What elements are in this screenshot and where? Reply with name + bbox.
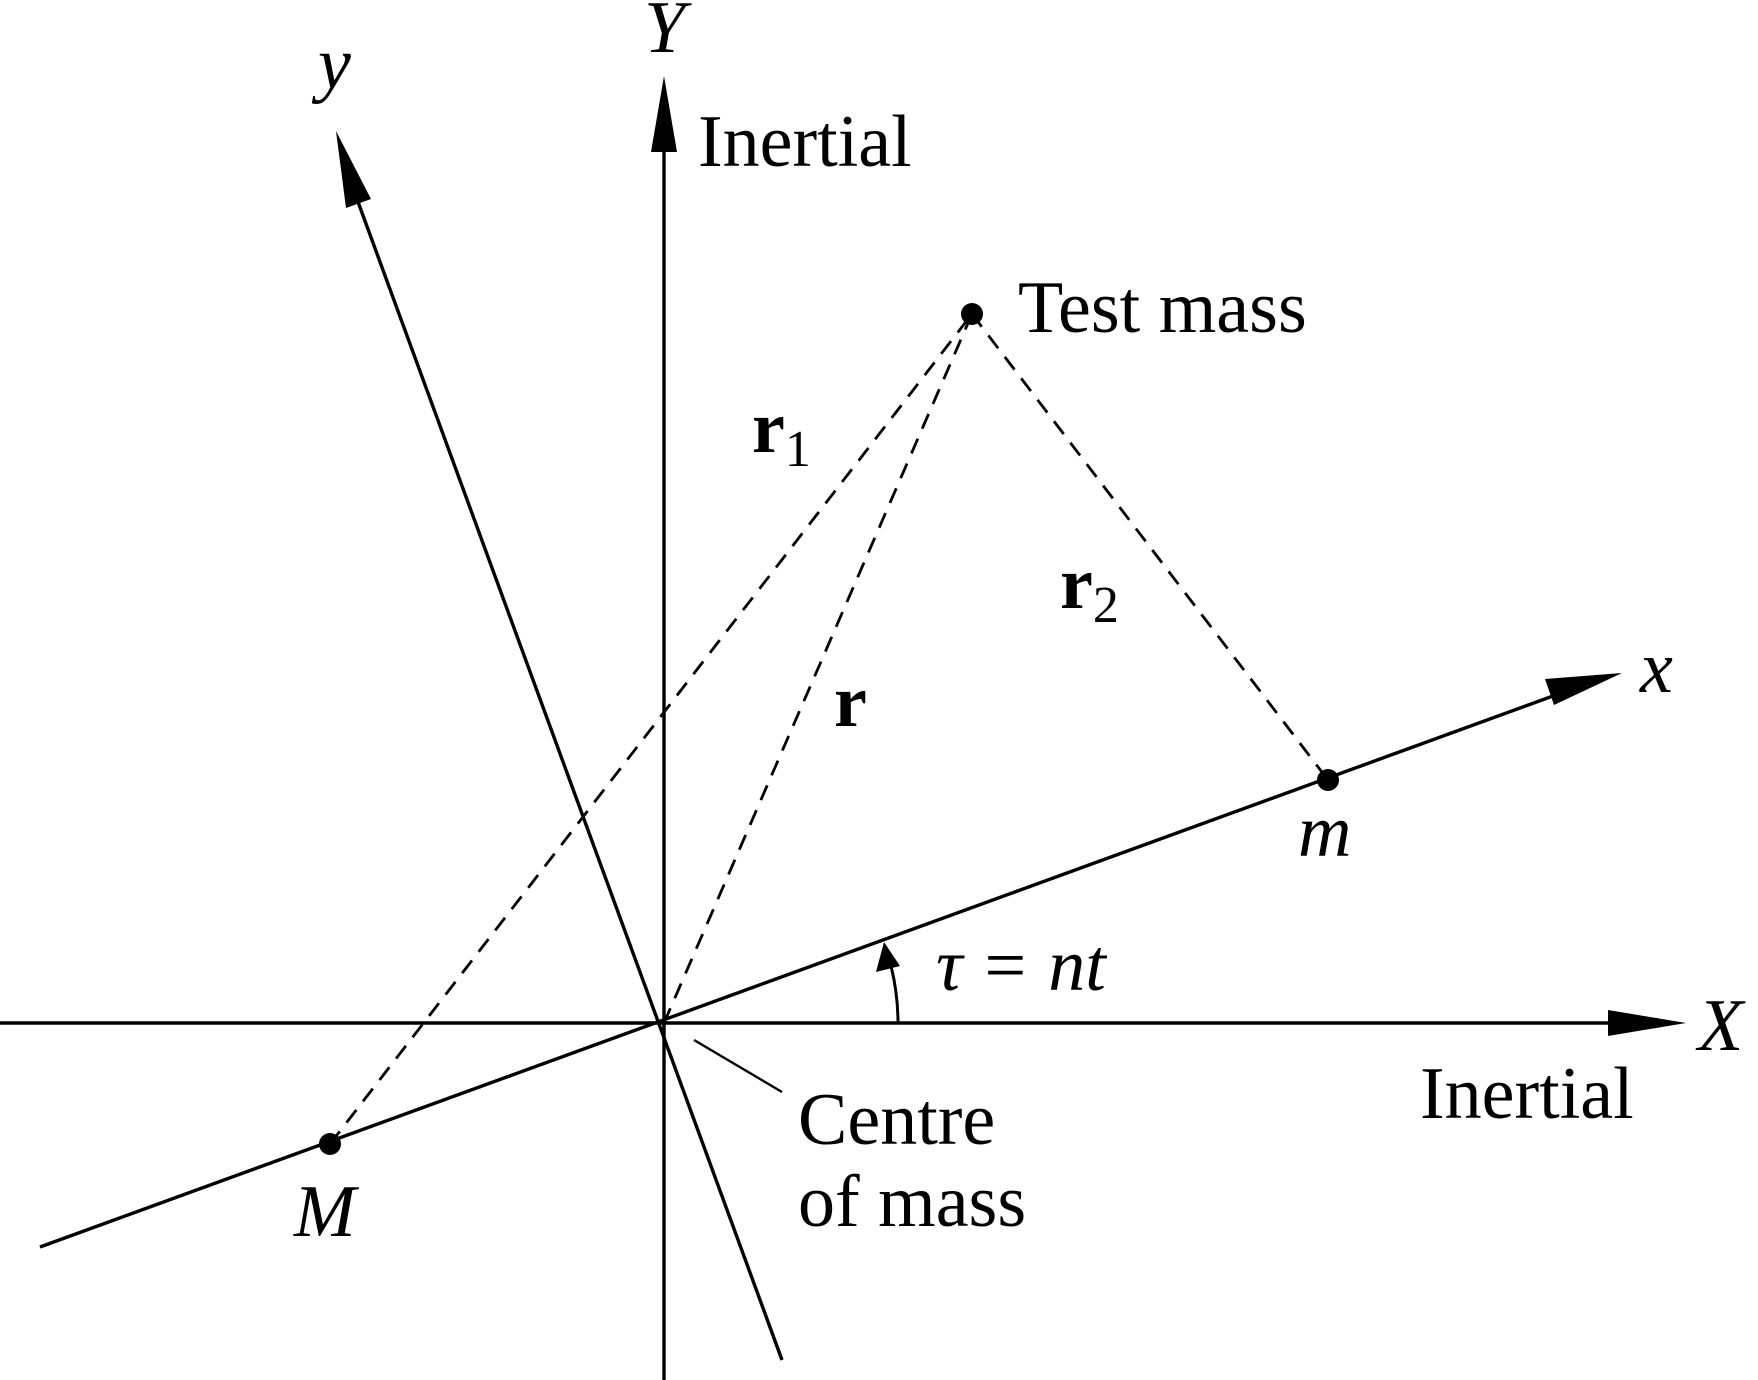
secondary-mass-label: m <box>1298 791 1351 873</box>
centre-of-mass-line1: Centre <box>798 1079 995 1161</box>
inertial-y-arrowhead <box>651 76 677 152</box>
rotating-y-label: y <box>311 23 351 105</box>
inertial-label-right: Inertial <box>1420 1053 1634 1135</box>
vector-r2-sub: 2 <box>1093 577 1119 634</box>
angle-arc <box>889 965 900 1024</box>
rotating-x-arrowhead <box>1545 673 1622 705</box>
vector-r1-sub: 1 <box>785 421 811 478</box>
vector-r2-main: r <box>1060 543 1093 625</box>
vector-r-line <box>662 313 974 1024</box>
angle-arrowhead <box>876 942 900 972</box>
vector-r1-main: r <box>752 387 785 469</box>
angle-label: τ= nt <box>936 925 1108 1007</box>
vector-r2-label: r2 <box>1060 543 1119 634</box>
vector-r-label: r <box>834 661 867 743</box>
vector-r1-label: r1 <box>752 387 811 478</box>
inertial-x-arrowhead <box>1608 1010 1686 1036</box>
angle-tau: τ <box>936 925 965 1007</box>
centre-of-mass-leader <box>693 1038 783 1094</box>
centre-of-mass-line2: of mass <box>798 1161 1026 1243</box>
inertial-label-top: Inertial <box>698 101 912 183</box>
rotating-y-axis <box>348 179 784 1361</box>
test-mass-dot <box>961 303 983 325</box>
vector-r1-line <box>328 313 974 1145</box>
angle-expression: nt <box>1048 925 1108 1007</box>
rotating-x-label: x <box>1639 627 1673 709</box>
primary-mass-label: M <box>293 1171 360 1253</box>
primary-mass-dot <box>319 1133 341 1155</box>
inertial-x-label: X <box>1695 985 1746 1067</box>
secondary-mass-dot <box>1317 769 1339 791</box>
angle-equals: = <box>985 925 1027 1007</box>
test-mass-label: Test mass <box>1018 267 1307 349</box>
inertial-y-label: Y <box>644 0 692 69</box>
rotating-y-arrowhead <box>336 131 371 208</box>
vector-r2-line <box>970 313 1330 781</box>
